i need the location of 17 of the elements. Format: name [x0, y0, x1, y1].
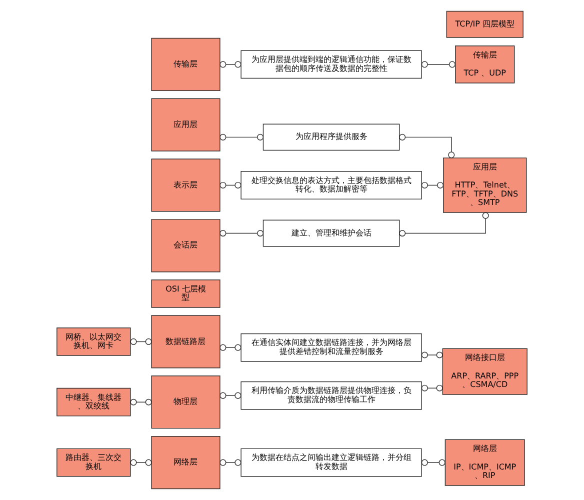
connector [399, 212, 489, 237]
connector [220, 392, 242, 399]
connector [220, 61, 242, 68]
connector [399, 134, 455, 158]
connector [130, 459, 152, 466]
connector [421, 182, 444, 188]
connector [421, 352, 443, 358]
connector [421, 61, 456, 68]
connector [220, 134, 264, 140]
connector [421, 384, 443, 392]
connector [130, 398, 152, 406]
connector [220, 459, 242, 466]
connector [130, 338, 152, 345]
connector [220, 182, 242, 188]
connector [421, 459, 446, 466]
connector [220, 344, 242, 351]
connector [220, 230, 264, 237]
